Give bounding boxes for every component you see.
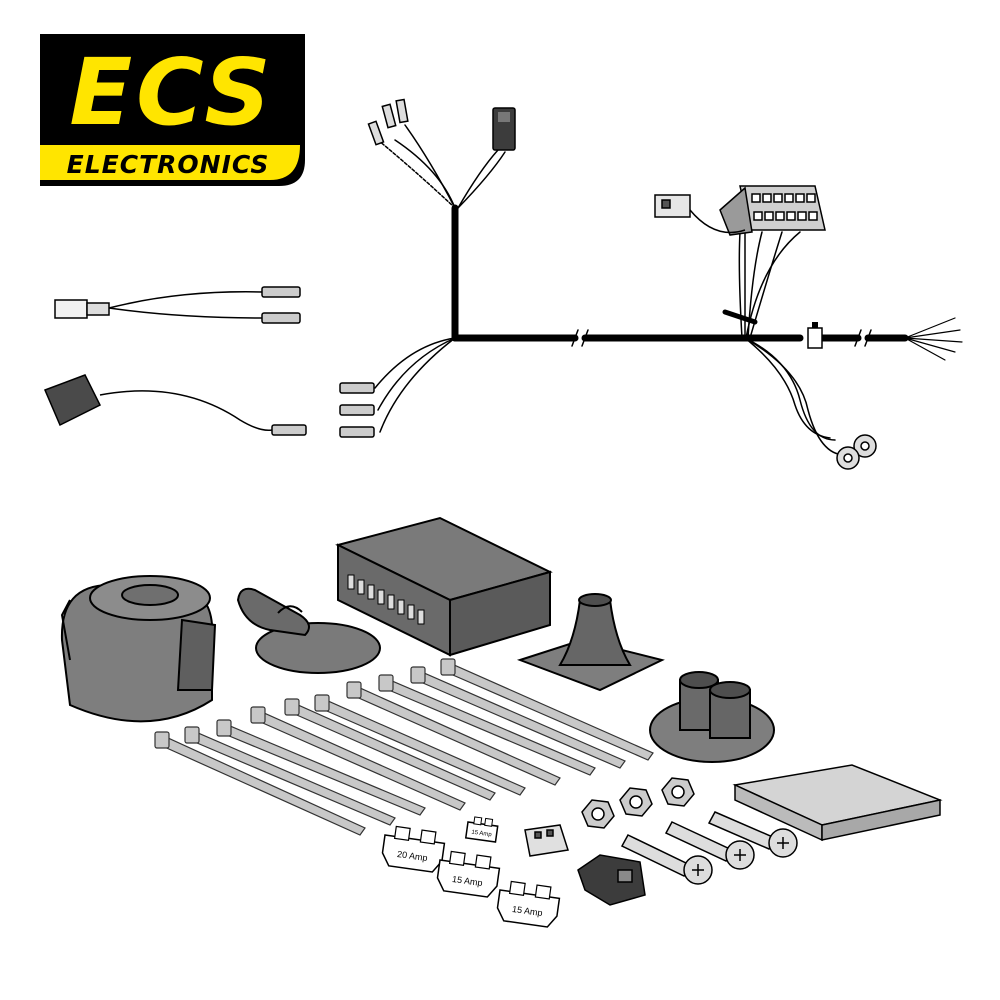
fuse-label: 15 Amp <box>512 904 544 918</box>
fuse-label: 20 Amp <box>397 849 429 863</box>
foam-pad <box>732 764 943 842</box>
cable-tie <box>314 694 526 796</box>
hex-nut <box>661 777 695 807</box>
cable-tie <box>154 731 366 836</box>
cable-tie <box>250 706 466 811</box>
hex-nut <box>581 799 615 829</box>
blade-fuse: 15 Amp <box>436 850 501 898</box>
hex-nut <box>619 787 653 817</box>
black-relay-connector <box>577 854 646 906</box>
rubber-seal-single <box>516 593 665 692</box>
cable-tie <box>410 666 626 769</box>
adapter-lead-white <box>54 286 301 324</box>
electronic-module <box>335 516 553 657</box>
spade-terminals-harness <box>339 382 375 438</box>
ring-terminals <box>836 434 877 470</box>
wire-connector-plug <box>492 107 516 151</box>
cable-tie <box>216 719 426 816</box>
blade-fuse: 20 Amp <box>381 825 446 873</box>
rubber-seal-double <box>649 671 775 763</box>
adapter-lead-black <box>44 374 307 436</box>
wiring-harness <box>374 124 963 456</box>
bolt <box>664 821 755 870</box>
bolts <box>620 811 798 885</box>
cable-tie <box>440 658 654 761</box>
fuse-holder-connector <box>524 824 569 857</box>
logo-brand-text: ECS <box>69 39 274 146</box>
logo-subtitle-text: ELECTRONICS <box>67 150 270 179</box>
mini-fuse: 15 Amp <box>464 816 499 843</box>
cable-tie <box>346 681 561 786</box>
hex-nuts <box>581 777 695 829</box>
fuse-label: 15 Amp <box>471 830 493 839</box>
spade-connector-group-top <box>367 98 409 146</box>
brand-logo: ECS ELECTRONICS <box>40 34 305 186</box>
cable-tie <box>184 726 396 826</box>
cable-tie <box>378 674 596 776</box>
tow-bar-socket <box>60 575 217 723</box>
rubber-grommet <box>236 587 381 674</box>
bolt <box>620 834 713 885</box>
fuse-label: 15 Amp <box>452 874 484 888</box>
cable-tie <box>284 698 496 801</box>
bolt <box>707 811 798 858</box>
vehicle-multiplug <box>719 185 826 236</box>
cable-ties <box>154 658 654 836</box>
small-plug-connector <box>654 194 746 234</box>
blade-fuse: 15 Amp <box>496 880 561 928</box>
